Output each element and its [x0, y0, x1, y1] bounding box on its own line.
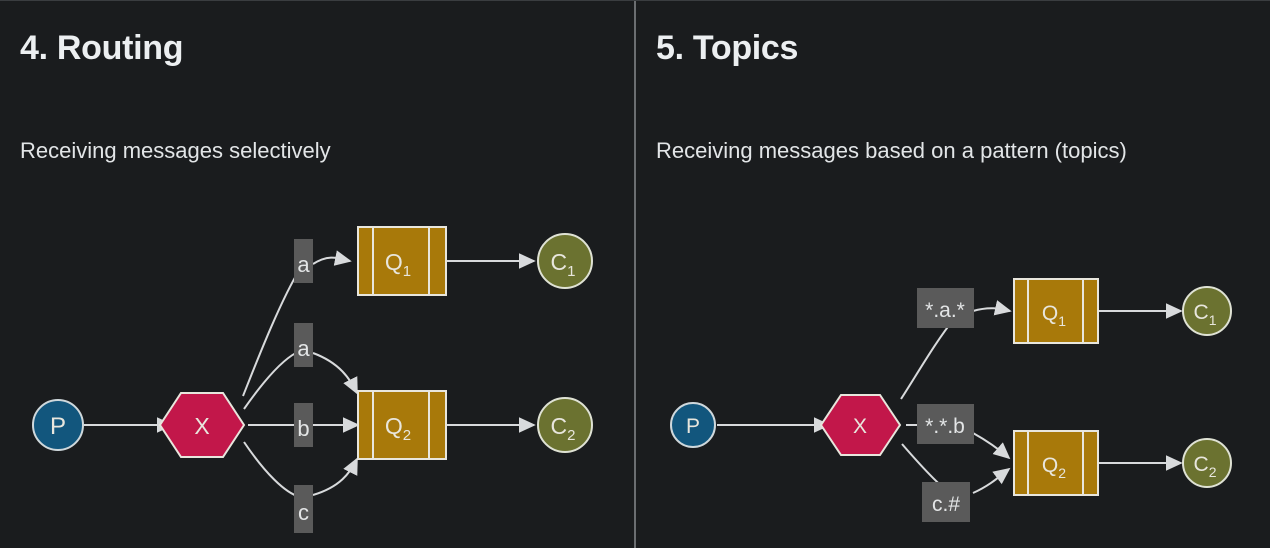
- binding-label-c-text: c: [298, 500, 309, 525]
- topics-diagram: P X Q1: [636, 1, 1270, 548]
- edge-group: [84, 250, 536, 498]
- edge-a-top-to-q1: [312, 250, 352, 266]
- panel-topics: 5. Topics Receiving messages based on a …: [636, 1, 1270, 548]
- edge-c-to-q2: [312, 457, 358, 496]
- queue-node-2[interactable]: Q2: [1013, 430, 1099, 496]
- consumer-node-2[interactable]: C2: [1182, 438, 1232, 488]
- binding-label-a-top[interactable]: a: [294, 239, 313, 283]
- binding-label-b[interactable]: b: [294, 403, 313, 447]
- panel-routing: 4. Routing Receiving messages selectivel…: [0, 1, 634, 548]
- page-title-topics: 5. Topics: [656, 29, 799, 67]
- binding-label-c-box: [294, 485, 313, 533]
- binding-label-a-top-box: [294, 239, 313, 283]
- exchange-node[interactable]: X: [819, 394, 902, 456]
- consumer-node-2[interactable]: C2: [537, 397, 593, 453]
- producer-node[interactable]: P: [670, 402, 716, 448]
- queue-1-label: Q1: [1042, 302, 1066, 329]
- exchange-label: X: [853, 415, 867, 438]
- binding-label-pattern-c-text: c.#: [932, 493, 960, 516]
- panel-divider: [634, 1, 636, 548]
- binding-label-a-top-text: a: [297, 252, 310, 277]
- consumer-2-circle: [1182, 438, 1232, 488]
- producer-label: P: [686, 415, 700, 438]
- consumer-node-1[interactable]: C1: [1182, 286, 1232, 336]
- exchange-label: X: [194, 413, 209, 439]
- binding-label-a-mid-text: a: [297, 336, 310, 361]
- binding-label-pattern-b-box: [917, 404, 974, 444]
- producer-circle: [670, 402, 716, 448]
- producer-node[interactable]: P: [32, 399, 84, 451]
- exchange-node[interactable]: X: [158, 392, 246, 458]
- consumer-1-label: C1: [1194, 301, 1217, 328]
- consumer-1-circle: [1182, 286, 1232, 336]
- binding-label-c[interactable]: c: [294, 485, 313, 533]
- consumer-1-label: C1: [551, 249, 576, 280]
- page-subtitle-topics: Receiving messages based on a pattern (t…: [656, 138, 1127, 163]
- page-subtitle-routing: Receiving messages selectively: [20, 138, 331, 163]
- edge-group: [717, 300, 1183, 497]
- binding-label-b-box: [294, 403, 313, 447]
- queue-1-label: Q1: [385, 249, 411, 280]
- queue-2-label: Q2: [385, 413, 411, 444]
- consumer-2-label: C2: [551, 413, 576, 444]
- edge-pattern-b-to-q2: [972, 432, 1011, 460]
- edge-pattern-a-to-q1: [972, 300, 1012, 316]
- consumer-1-circle: [537, 233, 593, 289]
- edge-exchange-to-a-top: [242, 268, 301, 397]
- binding-label-pattern-b[interactable]: *.*.b: [917, 404, 974, 444]
- binding-label-b-text: b: [297, 416, 309, 441]
- exchange-hexagon: [158, 392, 246, 458]
- queue-node-1[interactable]: Q1: [1013, 278, 1099, 344]
- producer-label: P: [50, 413, 66, 440]
- queue-node-2[interactable]: Q2: [357, 390, 447, 460]
- edge-exchange-to-a-mid: [243, 350, 301, 410]
- edge-exchange-to-c: [243, 441, 301, 498]
- binding-label-pattern-c[interactable]: c.#: [922, 482, 970, 522]
- binding-label-pattern-a[interactable]: *.a.*: [917, 288, 974, 328]
- binding-label-a-mid-box: [294, 323, 313, 367]
- binding-label-pattern-a-box: [917, 288, 974, 328]
- binding-label-pattern-b-text: *.*.b: [925, 415, 965, 438]
- producer-circle: [32, 399, 84, 451]
- exchange-hexagon: [819, 394, 902, 456]
- routing-diagram: P X Q1: [0, 1, 634, 548]
- binding-label-a-mid[interactable]: a: [294, 323, 313, 367]
- binding-label-pattern-a-text: *.a.*: [925, 299, 965, 322]
- consumer-node-1[interactable]: C1: [537, 233, 593, 289]
- queue-2-label: Q2: [1042, 454, 1066, 481]
- consumer-2-circle: [537, 397, 593, 453]
- edge-pattern-c-to-q2: [972, 467, 1011, 494]
- page-title-routing: 4. Routing: [20, 29, 184, 67]
- binding-label-pattern-c-box: [922, 482, 970, 522]
- edge-a-mid-to-q2: [312, 352, 358, 395]
- edge-exchange-to-pattern-a: [900, 318, 955, 400]
- consumer-2-label: C2: [1194, 453, 1217, 480]
- queue-node-1[interactable]: Q1: [357, 226, 447, 296]
